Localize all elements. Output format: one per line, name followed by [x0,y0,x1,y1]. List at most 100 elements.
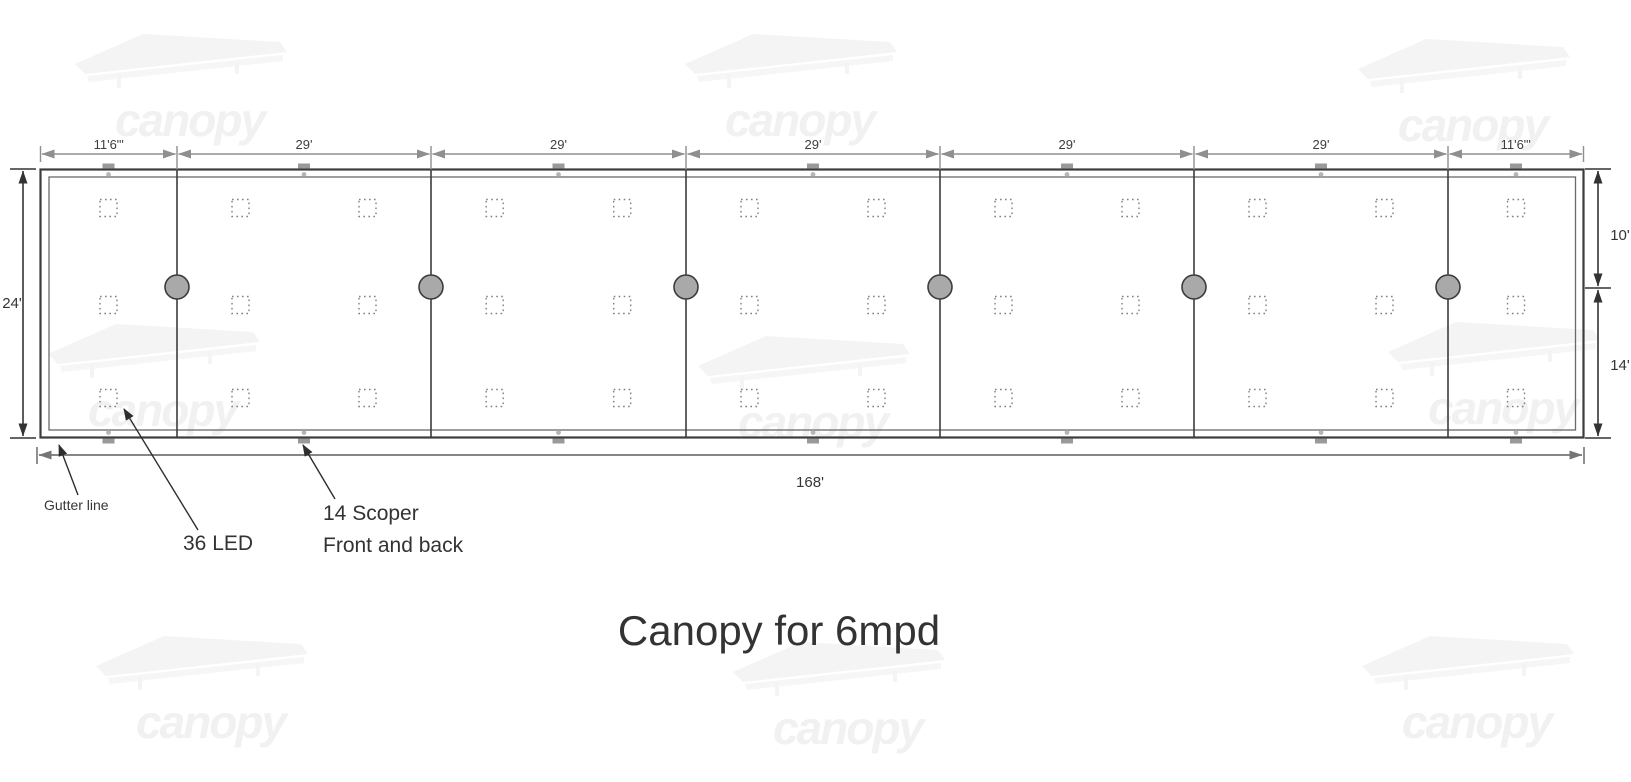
watermark-post-shape [858,364,862,376]
watermark-roof-shape [96,636,308,676]
right-dimension-10-14: 10' 14' [1585,168,1630,439]
watermark-roof-shape [698,336,910,376]
watermark-fascia-shape [1400,343,1596,370]
canopy-logo-watermark: canopy [1358,39,1570,151]
led-marker [1121,388,1140,408]
watermark-wordmark: canopy [725,94,878,146]
led-marker [99,295,118,315]
led-marker [231,295,250,315]
watermark-post-shape [1404,676,1408,690]
scoper-tab-front [102,163,115,169]
led-leader-line [123,408,199,531]
led-marker [358,198,377,218]
scoper-tab-front [1315,163,1327,169]
led-marker [358,388,377,408]
watermark-post-shape [235,62,239,74]
led-marker [358,295,377,315]
watermark-post-shape [1548,350,1552,362]
led-marker [99,198,118,218]
watermark-roof-shape [1362,636,1574,676]
gutter-line-label: Gutter line [44,497,109,513]
canopy-logo-watermark: canopy [698,336,910,448]
watermark-wordmark: canopy [1428,382,1581,434]
led-marker [613,388,632,408]
watermark-layer: canopy canopy canopy canopy canopy canopy cano… [48,34,1600,754]
bottom-dimension-168ft: 168' [36,447,1585,491]
scoper-leader-line [302,444,336,500]
scoper-dot-back [556,430,561,435]
watermark-roof-shape [75,34,287,74]
scoper-dot-front [810,172,816,177]
watermark-post-shape [740,376,744,390]
watermark-post-shape [256,664,260,676]
watermark-roof-shape [1358,39,1570,79]
scoper-tab-front [1510,163,1522,169]
led-marker [1121,295,1140,315]
annotation-layer: Gutter line 36 LED 14 Scoper Front and b… [44,408,464,557]
column-circle [418,274,444,300]
led-marker [740,295,759,315]
gutter-line-outline [48,176,1577,431]
watermark-post-shape [893,670,897,682]
watermark-post-shape [1430,362,1434,376]
led-marker [994,198,1013,218]
watermark-fascia-shape [710,357,906,384]
scoper-tab-front [1061,163,1073,169]
led-marker [740,388,759,408]
watermark-post-shape [117,74,121,88]
left-dimension-24ft: 24' [2,168,36,439]
top-dimension-label: 29' [1313,137,1330,152]
scoper-dot-front [1513,172,1519,177]
led-marker [231,198,250,218]
column-circle [164,274,190,300]
watermark-fascia-shape [697,55,893,82]
top-dimension-label: 29' [805,137,822,152]
scoper-tab-back [1510,438,1522,444]
scoper-dot-front [1318,172,1324,177]
column-circle [927,274,953,300]
led-marker [867,198,886,218]
top-dimension-label: 29' [1059,137,1076,152]
scoper-markers [102,163,1522,444]
watermark-post-shape [1400,79,1404,93]
led-marker [613,295,632,315]
led-count-label: 36 LED [183,532,253,555]
watermark-fascia-shape [1370,60,1566,87]
canopy-logo-watermark: canopy [733,642,945,754]
watermark-wordmark: canopy [1398,99,1551,151]
led-marker [485,295,504,315]
led-marker [994,388,1013,408]
scoper-dot-front [556,172,561,177]
top-dimension-label: 29' [550,137,567,152]
led-marker [231,388,250,408]
watermark-wordmark: canopy [1402,696,1555,748]
watermark-post-shape [845,62,849,74]
top-dimension-chain: 11'6"'29'29'29'29'29'11'6"' [39,137,1585,170]
scoper-dot-back [1064,430,1070,435]
watermark-fascia-shape [1374,657,1570,684]
column-circle [1181,274,1207,300]
led-grid [99,198,1526,408]
canopy-logo-watermark: canopy [48,324,260,436]
canopy-structure [39,168,1585,439]
canopy-logo-watermark: canopy [1362,636,1574,748]
watermark-wordmark: canopy [115,94,268,146]
led-marker [1506,295,1526,315]
led-marker [1375,295,1394,315]
canopy-outline [39,168,1585,439]
scoper-dot-front [1064,172,1070,177]
top-dimension-label: 11'6"' [1501,137,1531,152]
scoper-tab-back [102,438,115,444]
led-marker [740,198,759,218]
bottom-dimension-label: 168' [796,474,824,491]
watermark-fascia-shape [108,657,304,684]
scoper-dot-back [1513,430,1519,435]
watermark-wordmark: canopy [773,702,926,754]
led-marker [1506,388,1526,408]
top-dimension-label: 29' [296,137,313,152]
led-marker [613,198,632,218]
scoper-tab-front [552,163,565,169]
right-dimension-14ft-label: 14' [1610,357,1630,374]
drawing-title: Canopy for 6mpd [618,607,940,654]
led-marker [99,388,118,408]
